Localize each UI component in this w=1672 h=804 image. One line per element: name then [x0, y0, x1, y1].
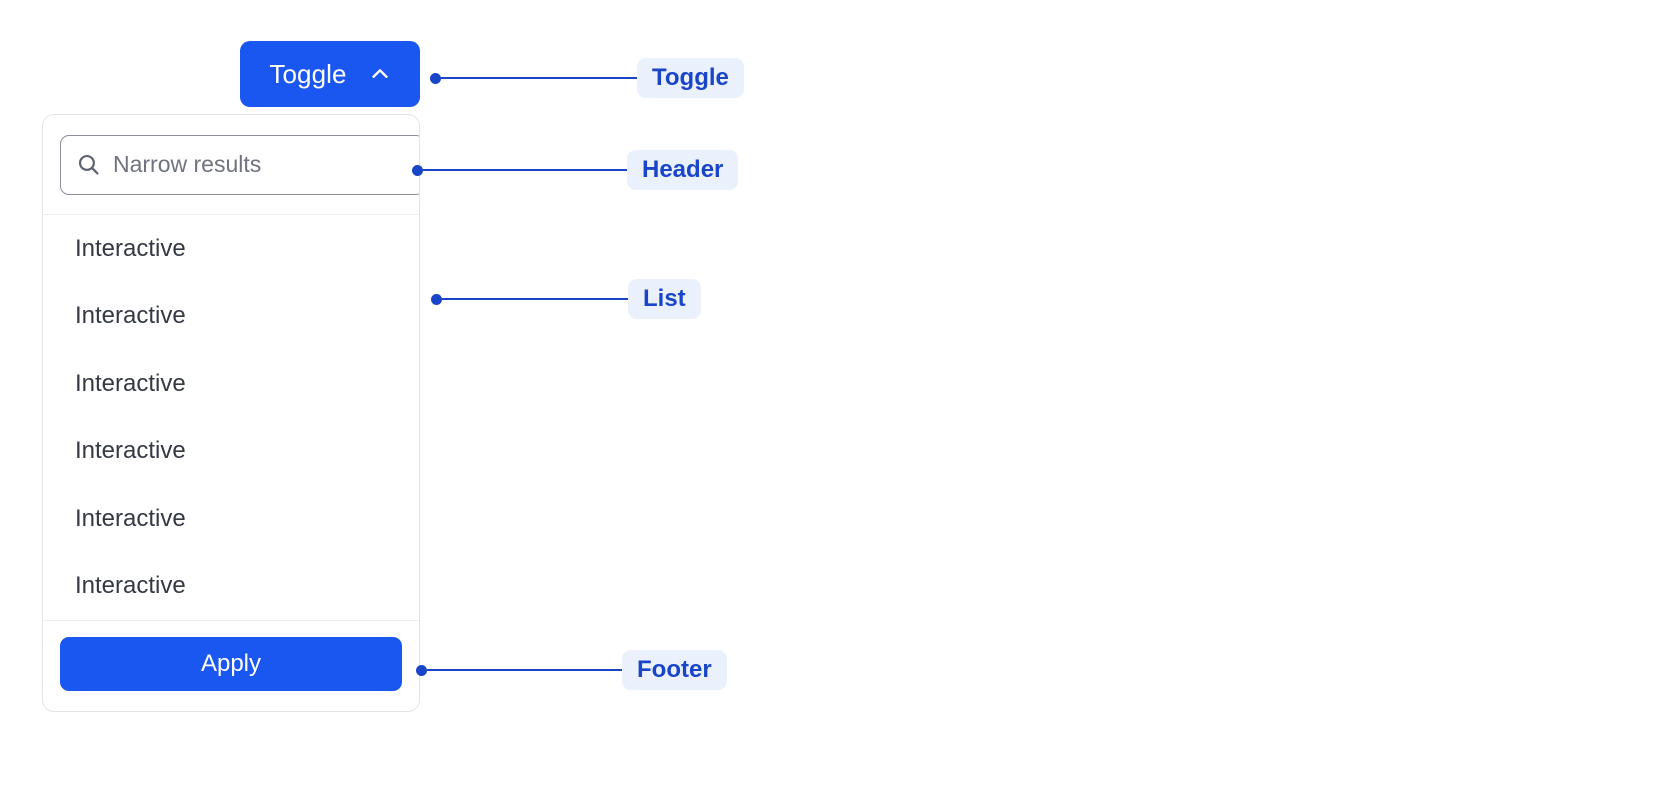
list-item[interactable]: Interactive: [75, 369, 186, 397]
apply-button[interactable]: Apply: [60, 637, 402, 691]
annotation-dot: [431, 293, 442, 305]
search-input[interactable]: [113, 151, 409, 178]
annotation-line: [441, 76, 637, 80]
annotation-badge-toggle: Toggle: [637, 58, 744, 98]
annotation-dot: [416, 664, 427, 676]
toggle-button-label: Toggle: [269, 59, 347, 89]
annotation-dot: [412, 164, 423, 176]
annotation-footer: Footer: [416, 650, 727, 690]
list-item[interactable]: Interactive: [75, 437, 186, 465]
annotation-badge-footer: Footer: [622, 650, 727, 690]
list-item[interactable]: Interactive: [75, 302, 186, 330]
annotation-header: Header: [412, 150, 739, 190]
annotation-list: List: [431, 279, 701, 319]
dropdown-panel: Interactive Interactive Interactive Inte…: [42, 114, 420, 712]
toggle-button[interactable]: Toggle: [240, 41, 420, 107]
annotation-toggle: Toggle: [430, 58, 744, 98]
annotation-line: [423, 168, 627, 172]
search-field[interactable]: [60, 134, 419, 195]
list-item[interactable]: Interactive: [75, 234, 186, 262]
panel-list: Interactive Interactive Interactive Inte…: [43, 215, 419, 620]
list-item[interactable]: Interactive: [75, 572, 186, 600]
annotation-line: [442, 297, 628, 301]
panel-footer: Apply: [43, 620, 419, 691]
search-icon: [76, 152, 101, 177]
annotation-badge-list: List: [628, 279, 701, 319]
list-item[interactable]: Interactive: [75, 504, 186, 532]
annotation-line: [427, 668, 622, 672]
annotation-dot: [430, 72, 441, 84]
panel-header: [43, 115, 419, 215]
chevron-up-icon: [369, 63, 391, 85]
annotation-badge-header: Header: [627, 150, 739, 190]
